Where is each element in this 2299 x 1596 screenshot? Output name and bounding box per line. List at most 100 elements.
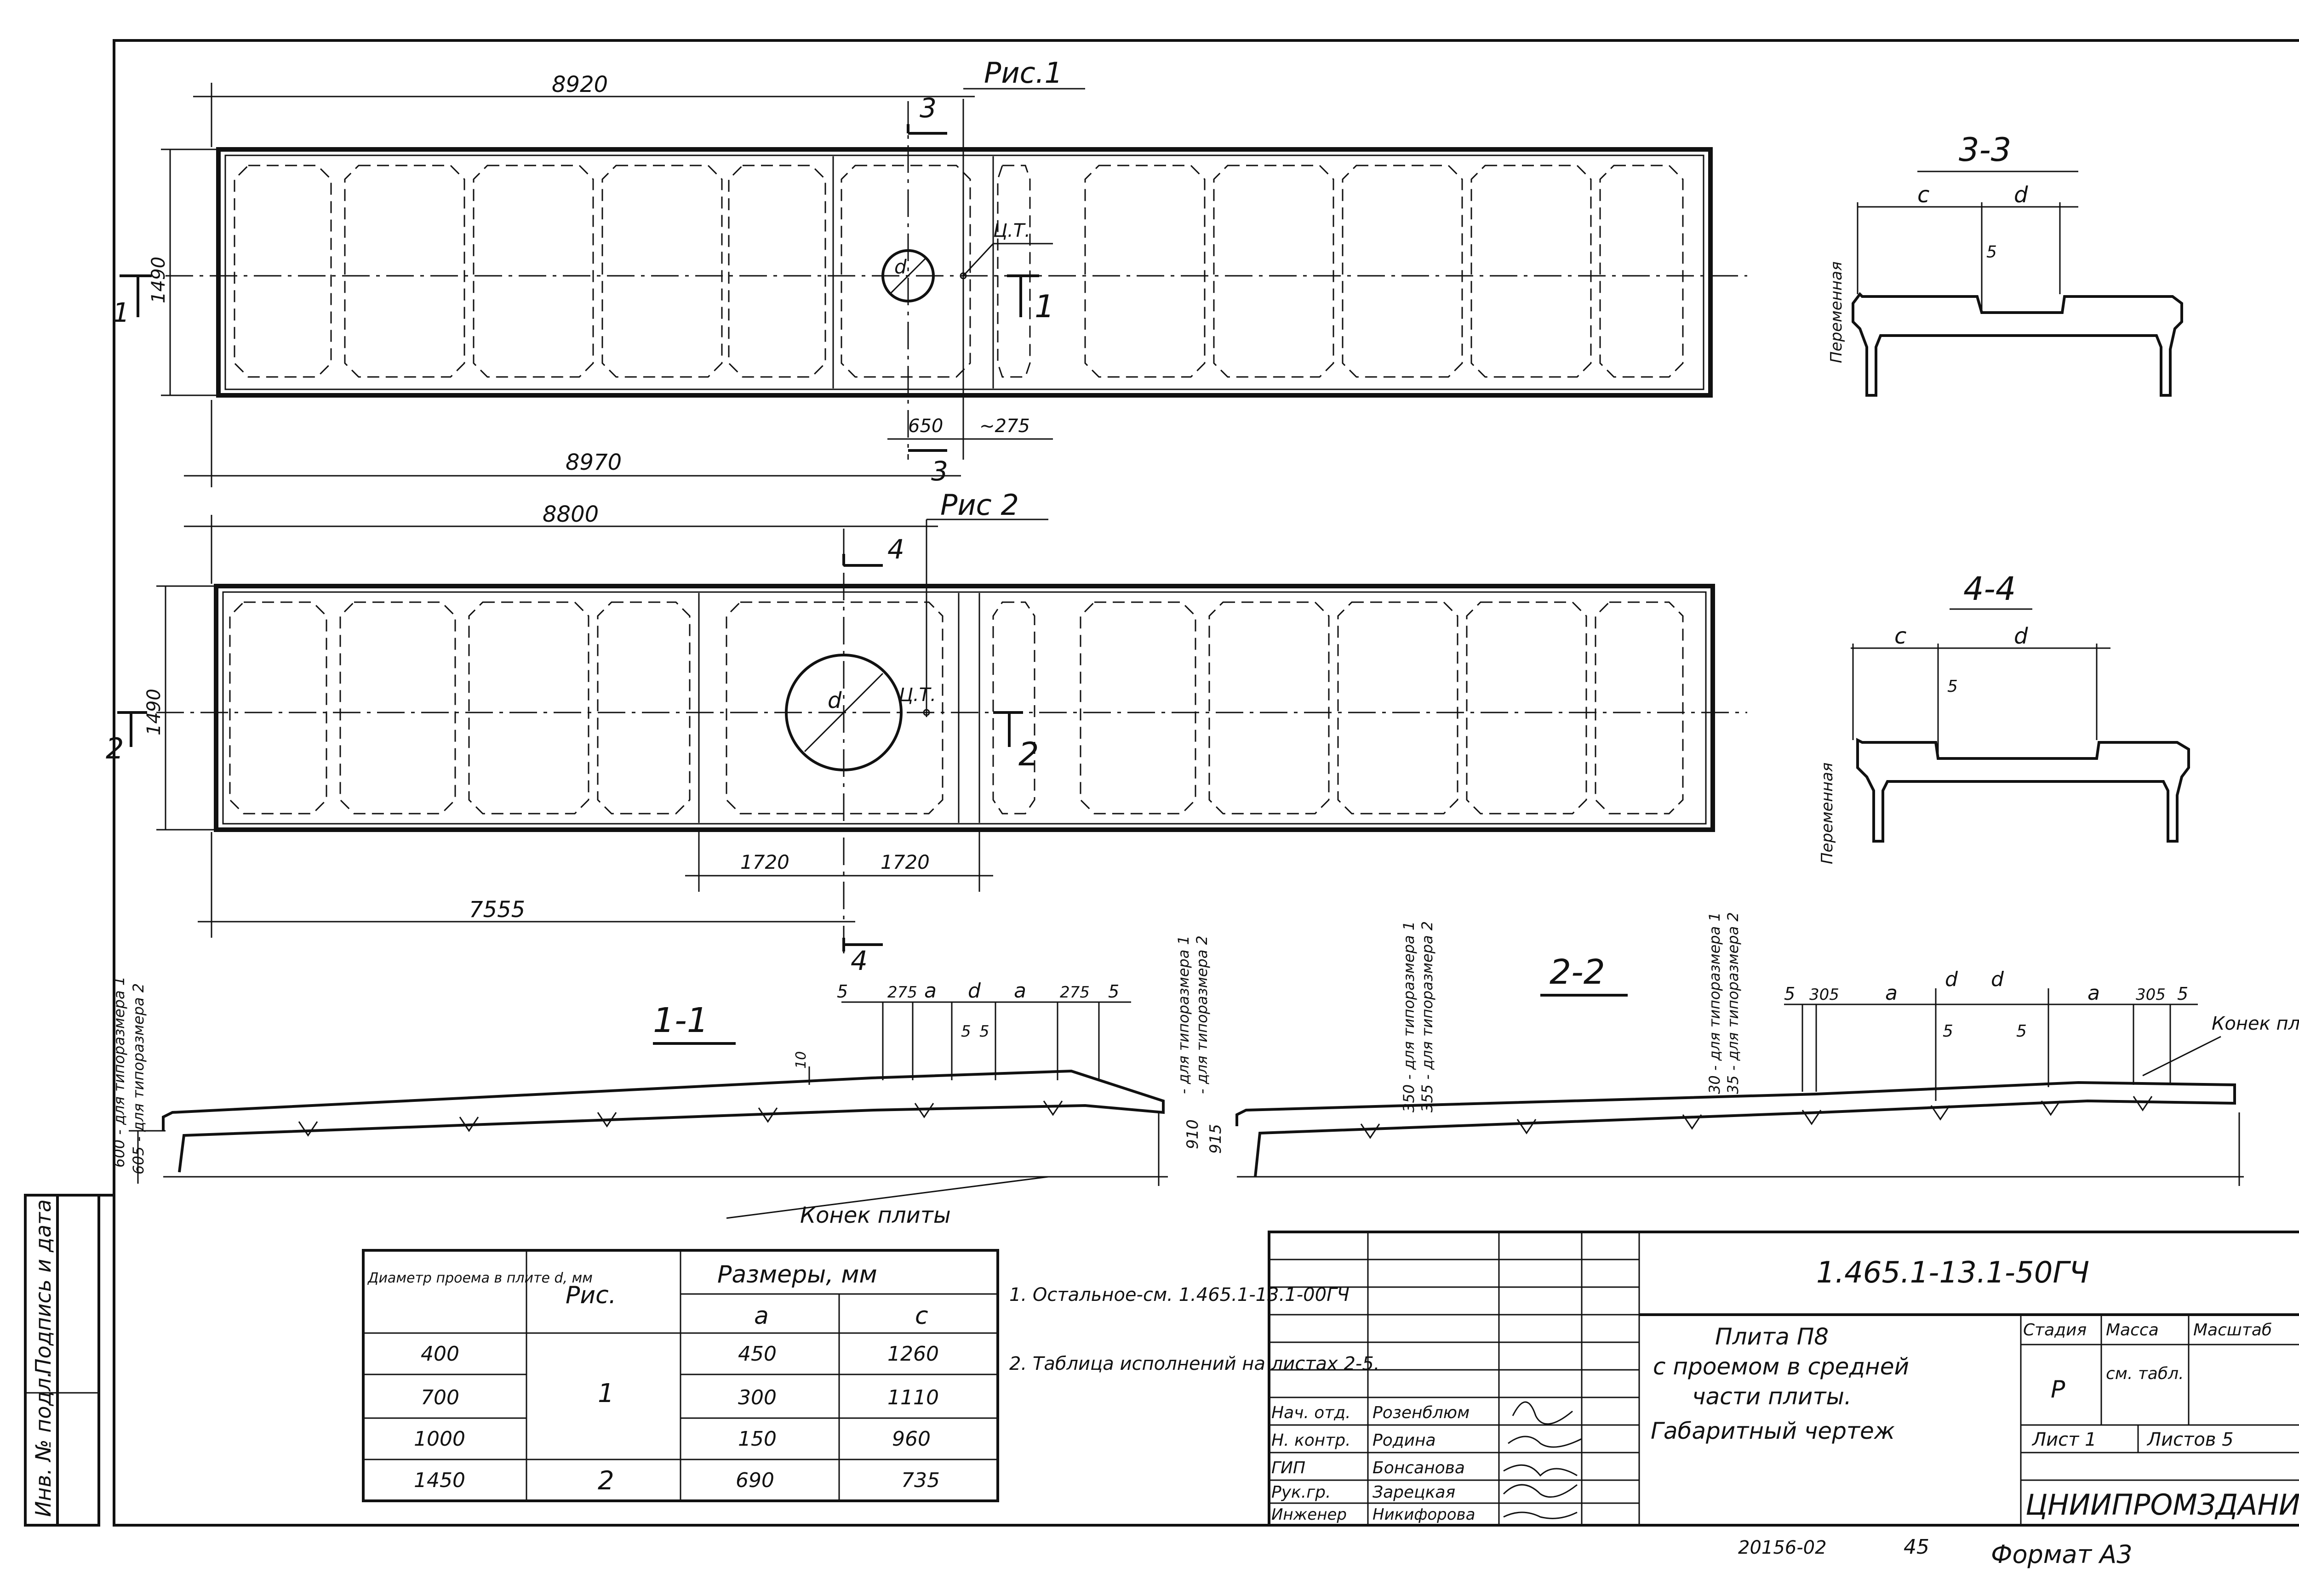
stamp-stage: Р bbox=[2051, 1376, 2065, 1403]
stamp-name-5: Никифорова bbox=[1373, 1505, 1475, 1524]
fig2-section-2-right: 2 bbox=[1018, 735, 1039, 773]
section-3-3-dim-5: 5 bbox=[1986, 243, 1997, 262]
stamp-sheets: Листов 5 bbox=[2146, 1429, 2234, 1450]
table-row-2-a: 300 bbox=[738, 1386, 777, 1409]
note-2: 2. Таблица исполнений на листах 2-5. bbox=[1009, 1353, 1380, 1374]
stamp-sheet: Лист 1 bbox=[2031, 1429, 2097, 1450]
section-3-3-drawing bbox=[1852, 171, 2183, 397]
fig1-cells bbox=[234, 165, 1684, 378]
section-3-3-dim-d: d bbox=[2014, 182, 2028, 208]
stamp-role-4: Рук.гр. bbox=[1271, 1483, 1331, 1502]
section-1-1-ridge: Конек плиты bbox=[800, 1203, 951, 1228]
section-2-2-dim-915: 915 bbox=[1207, 1124, 1225, 1154]
fig1-section-1-left: 1 bbox=[113, 297, 130, 328]
section-1-1-side-1: 600 - для типоразмера 1 bbox=[110, 976, 128, 1168]
section-1-1-drawing bbox=[129, 1001, 1168, 1219]
section-2-2-dim-d-right: d bbox=[1991, 968, 2004, 991]
fig1-dim-275: ~275 bbox=[979, 416, 1030, 437]
format: Формат А3 bbox=[1991, 1540, 2133, 1569]
note-1: 1. Остальное-см. 1.465.1-13.1-00ГЧ bbox=[1009, 1284, 1350, 1305]
fig2-label: Рис 2 bbox=[940, 488, 1019, 522]
section-4-4-title: 4-4 bbox=[1963, 570, 2016, 608]
section-2-2-dim-5-right: 5 bbox=[2177, 984, 2188, 1004]
fig1-dim-8970: 8970 bbox=[566, 450, 622, 475]
fig2-hole-d: d bbox=[828, 688, 842, 713]
section-2-2-dim-305-right: 305 bbox=[2136, 986, 2166, 1004]
fig1-dim-width: 1490 bbox=[148, 256, 169, 303]
archive-number: 20156-02 bbox=[1738, 1537, 1827, 1558]
table-row-4-d: 1450 bbox=[414, 1469, 465, 1492]
section-2-2-dim-d-left: d bbox=[1945, 968, 1958, 991]
side-stamp-inv: Инв. № подл. bbox=[31, 1371, 56, 1517]
section-1-1-dim-5a: 5 bbox=[961, 1022, 971, 1041]
stamp-role-3: ГИП bbox=[1271, 1459, 1305, 1477]
table-row-3-a: 150 bbox=[738, 1427, 777, 1451]
section-2-2-dim-5b: 5 bbox=[2016, 1022, 2027, 1041]
section-2-2-left-2: 355 - для типоразмера 2 bbox=[1418, 921, 1436, 1112]
sizes-table bbox=[362, 1249, 999, 1502]
table-row-figure-1: 1 bbox=[598, 1379, 614, 1408]
section-2-2-dim-5-left: 5 bbox=[1784, 984, 1795, 1004]
section-2-2-dim-a-right: a bbox=[2087, 981, 2100, 1005]
table-row-3-c: 960 bbox=[892, 1427, 931, 1451]
section-2-2-mid-1: 30 - для типоразмера 1 bbox=[1706, 912, 1723, 1094]
stamp-role-1: Нач. отд. bbox=[1271, 1403, 1351, 1422]
stamp-mass-header: Масса bbox=[2106, 1321, 2159, 1340]
section-1-1-dim-910: 910 bbox=[1184, 1119, 1202, 1149]
stamp-stage-header: Стадия bbox=[2023, 1321, 2087, 1340]
title-line-3: части плиты. bbox=[1692, 1383, 1852, 1410]
fig1-slab-outline bbox=[216, 147, 1713, 398]
fig1-dim-650: 650 bbox=[908, 416, 943, 437]
fig2-dim-1720-left: 1720 bbox=[740, 851, 789, 873]
fig1-dim-length: 8920 bbox=[552, 72, 608, 97]
stamp-name-3: Бонсанова bbox=[1373, 1459, 1465, 1477]
fig1-label: Рис.1 bbox=[984, 56, 1063, 90]
fig2-dim-length: 8800 bbox=[543, 502, 599, 527]
table-row-3-d: 1000 bbox=[414, 1427, 465, 1451]
section-2-2-mid-2: 35 - для типоразмера 2 bbox=[1724, 912, 1742, 1094]
organization: ЦНИИПРОМЗДАНИЙ bbox=[2025, 1488, 2299, 1522]
section-1-1-side-2: 605 - для типоразмера 2 bbox=[130, 983, 147, 1174]
table-row-1-a: 450 bbox=[738, 1342, 777, 1366]
section-1-1-right-2: - для типоразмера 2 bbox=[1193, 935, 1211, 1094]
section-1-1-dim-5-left: 5 bbox=[837, 981, 848, 1002]
table-header-sizes: Размеры, мм bbox=[717, 1261, 877, 1288]
signatures bbox=[1503, 1401, 1582, 1519]
fig2-cg: Ц.Т. bbox=[899, 684, 936, 706]
fig2-dim-width: 1490 bbox=[143, 689, 165, 735]
section-3-3-title: 3-3 bbox=[1959, 131, 2011, 169]
stamp-name-2: Родина bbox=[1373, 1431, 1436, 1450]
title-block bbox=[1268, 1231, 2299, 1527]
title-line-1: Плита П8 bbox=[1715, 1323, 1829, 1350]
table-header-c: c bbox=[915, 1302, 928, 1330]
table-row-1-d: 400 bbox=[421, 1342, 459, 1366]
fig2-section-4-bottom: 4 bbox=[851, 945, 868, 976]
table-header-a: a bbox=[754, 1302, 769, 1330]
section-1-1-dim-a-right: a bbox=[1014, 979, 1026, 1003]
section-3-3-side: Переменная bbox=[1827, 262, 1846, 363]
figure-1-plan bbox=[120, 83, 1747, 487]
section-2-2-dim-a-left: a bbox=[1885, 981, 1898, 1005]
sheet-frame bbox=[24, 39, 2299, 1527]
fig2-dim-7555: 7555 bbox=[469, 897, 525, 923]
table-row-2-c: 1110 bbox=[887, 1386, 939, 1409]
page-number: 45 bbox=[1904, 1535, 1929, 1559]
section-1-1-right-1: - для типоразмера 1 bbox=[1175, 935, 1192, 1094]
fig1-cg: Ц.Т. bbox=[993, 220, 1030, 241]
section-1-1-dim-10: 10 bbox=[793, 1051, 809, 1069]
table-header-diameter: Диаметр проема в плите d, мм bbox=[367, 1270, 593, 1286]
stamp-role-5: Инженер bbox=[1271, 1505, 1347, 1524]
stamp-role-2: Н. контр. bbox=[1271, 1431, 1351, 1450]
table-row-4-c: 735 bbox=[901, 1469, 940, 1492]
table-row-1-c: 1260 bbox=[887, 1342, 939, 1366]
table-row-2-d: 700 bbox=[421, 1386, 459, 1409]
stamp-scale-header: Масштаб bbox=[2193, 1321, 2272, 1340]
section-3-3-dim-c: c bbox=[1917, 182, 1929, 208]
title-line-4: Габаритный чертеж bbox=[1651, 1418, 1895, 1444]
section-2-2-drawing bbox=[1235, 988, 2244, 1186]
fig1-section-1-right: 1 bbox=[1035, 289, 1054, 325]
section-4-4-dim-5: 5 bbox=[1947, 677, 1958, 696]
fig2-section-4-top: 4 bbox=[887, 534, 904, 565]
stamp-mass: см. табл. bbox=[2106, 1364, 2184, 1383]
section-1-1-dim-275-left: 275 bbox=[887, 983, 917, 1002]
